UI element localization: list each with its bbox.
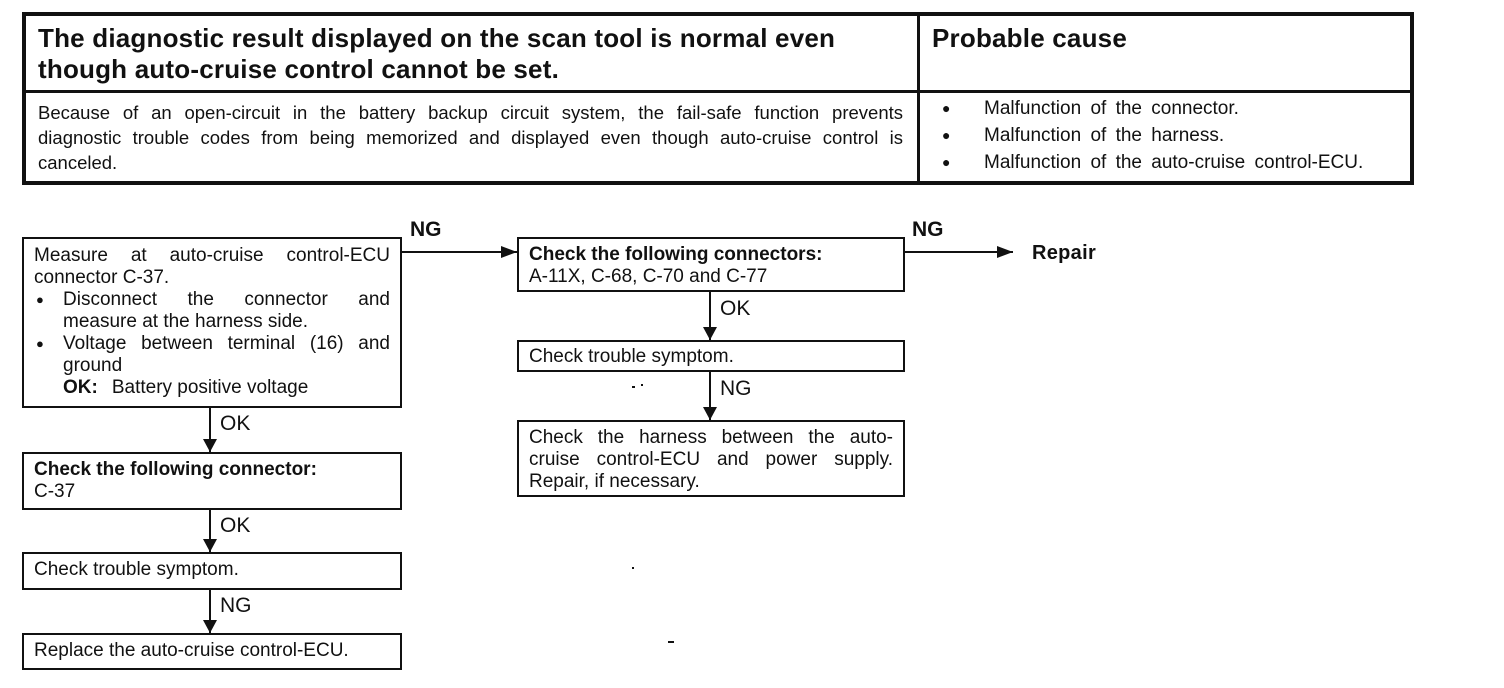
bullet-icon: ● [942, 100, 951, 116]
ok-spec-label: OK: [63, 377, 98, 398]
cause-text: Malfunction of the auto-cruise control-E… [984, 152, 1364, 173]
cause-text: Malfunction of the connector. [984, 98, 1239, 119]
arrow-label-ok: OK [220, 412, 251, 435]
arrow-down-icon [203, 408, 217, 452]
flow-box-title: Check the following connector: [34, 459, 317, 480]
arrow-right-icon [401, 246, 517, 258]
cause-item: ● Malfunction of the harness. [932, 122, 1396, 149]
flow-bullet-text: Voltage between terminal (16) and ground [63, 333, 390, 376]
flow-box-text: Check trouble symptom. [529, 346, 734, 367]
arrow-label-ng: NG [720, 377, 752, 400]
flow-bullet-item: ● Disconnect the connector and measure a… [34, 289, 390, 333]
ok-spec-value: Battery positive voltage [111, 377, 309, 398]
flow-box-check-symptom-2: Check trouble symptom. [517, 340, 905, 372]
scan-speckle [632, 567, 634, 569]
flow-box-intro: Measure at auto-cruise control-ECU conne… [34, 245, 390, 288]
flow-box-text: Check trouble symptom. [34, 559, 239, 580]
flow-bullet-item: ● Voltage between terminal (16) and grou… [34, 333, 390, 377]
cause-item: ● Malfunction of the auto-cruise control… [932, 149, 1396, 176]
arrow-down-icon [203, 590, 217, 633]
flow-box-text: Replace the auto-cruise control-ECU. [34, 640, 349, 661]
scan-speckle [632, 386, 635, 388]
bullet-icon: ● [942, 127, 951, 143]
flow-box-measure-ecu: Measure at auto-cruise control-ECU conne… [22, 237, 402, 408]
bullet-icon: ● [36, 336, 44, 351]
arrow-label-ok: OK [720, 297, 751, 320]
flow-box-text: Check the harness between the auto-cruis… [529, 427, 893, 492]
bullet-icon: ● [942, 154, 951, 170]
scan-speckle [641, 384, 643, 386]
arrow-down-icon [203, 510, 217, 552]
arrow-label-ng: NG [912, 218, 944, 241]
flow-box-replace-ecu: Replace the auto-cruise control-ECU. [22, 633, 402, 670]
info-table-body-row: Because of an open-circuit in the batter… [26, 93, 1410, 181]
flow-box-value: C-37 [34, 481, 76, 502]
bullet-icon: ● [36, 292, 44, 307]
flow-box-value: A-11X, C-68, C-70 and C-77 [529, 266, 768, 287]
arrow-down-icon [703, 372, 717, 420]
scan-speckle [668, 641, 674, 643]
arrow-right-icon [903, 246, 1013, 258]
flow-box-check-connectors: Check the following connectors: A-11X, C… [517, 237, 905, 292]
info-table-header-row: The diagnostic result displayed on the s… [26, 16, 1410, 93]
cause-text: Malfunction of the harness. [984, 125, 1225, 146]
probable-cause-header: Probable cause [932, 23, 1127, 53]
arrow-label-ng: NG [220, 594, 252, 617]
flow-box-check-symptom: Check trouble symptom. [22, 552, 402, 590]
flow-box-check-harness: Check the harness between the auto-cruis… [517, 420, 905, 497]
problem-description: Because of an open-circuit in the batter… [26, 93, 920, 181]
arrow-label-ok: OK [220, 514, 251, 537]
probable-cause-list: ● Malfunction of the connector. ● Malfun… [920, 93, 1410, 181]
problem-statement: The diagnostic result displayed on the s… [26, 16, 920, 90]
ok-spec-line: OK: Battery positive voltage [34, 377, 390, 399]
flow-box-check-connector: Check the following connector: C-37 [22, 452, 402, 510]
repair-terminal-label: Repair [1032, 242, 1097, 264]
arrow-label-ng: NG [410, 218, 442, 241]
cause-item: ● Malfunction of the connector. [932, 95, 1396, 122]
flow-bullet-text: Disconnect the connector and measure at … [63, 289, 390, 332]
diagnostic-info-table: The diagnostic result displayed on the s… [22, 12, 1414, 185]
flow-box-title: Check the following connectors: [529, 244, 823, 265]
arrow-down-icon [703, 292, 717, 340]
